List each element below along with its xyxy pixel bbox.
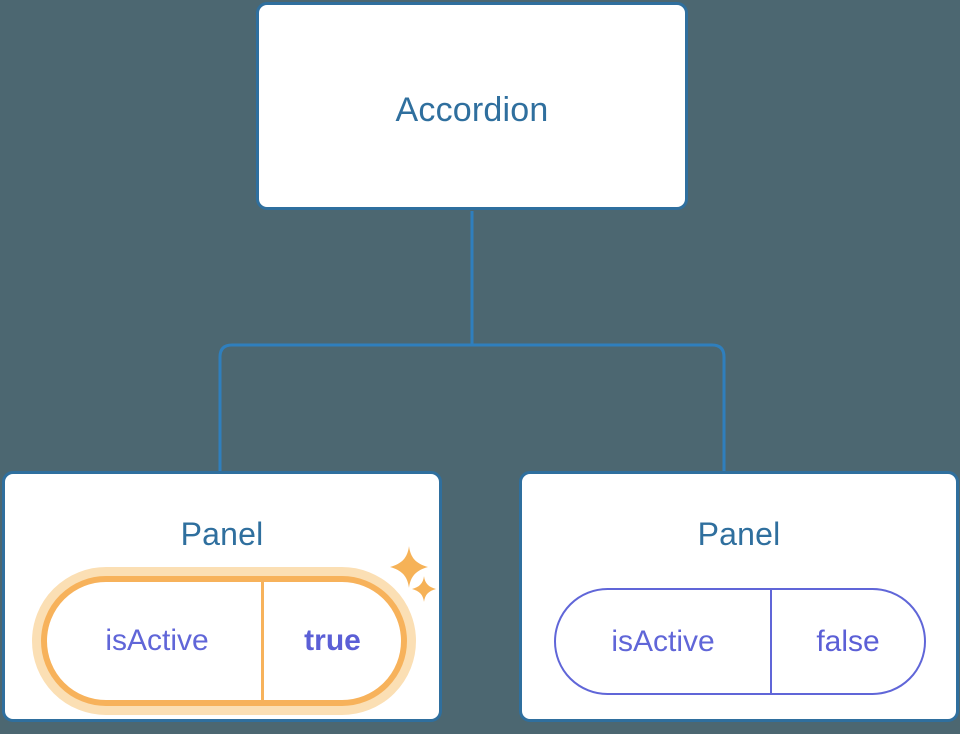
prop-pill-left-shape: isActive true: [32, 567, 416, 715]
node-accordion-title: Accordion: [395, 91, 549, 129]
prop-key-right: isActive: [611, 624, 715, 658]
prop-pill-right-shape: isActive false: [554, 588, 926, 695]
prop-value-left: true: [261, 582, 401, 700]
prop-value-right: false: [770, 590, 924, 693]
prop-key-left: isActive: [105, 624, 209, 657]
node-panel-right-title: Panel: [697, 516, 781, 552]
connector-branch-bus: [218, 343, 726, 473]
prop-pill-right[interactable]: isActive false: [554, 588, 926, 695]
prop-pill-left-inner: isActive true: [41, 576, 407, 706]
node-accordion[interactable]: Accordion: [256, 2, 688, 210]
node-panel-left-title: Panel: [180, 516, 264, 552]
prop-pill-left[interactable]: isActive true: [32, 567, 416, 715]
